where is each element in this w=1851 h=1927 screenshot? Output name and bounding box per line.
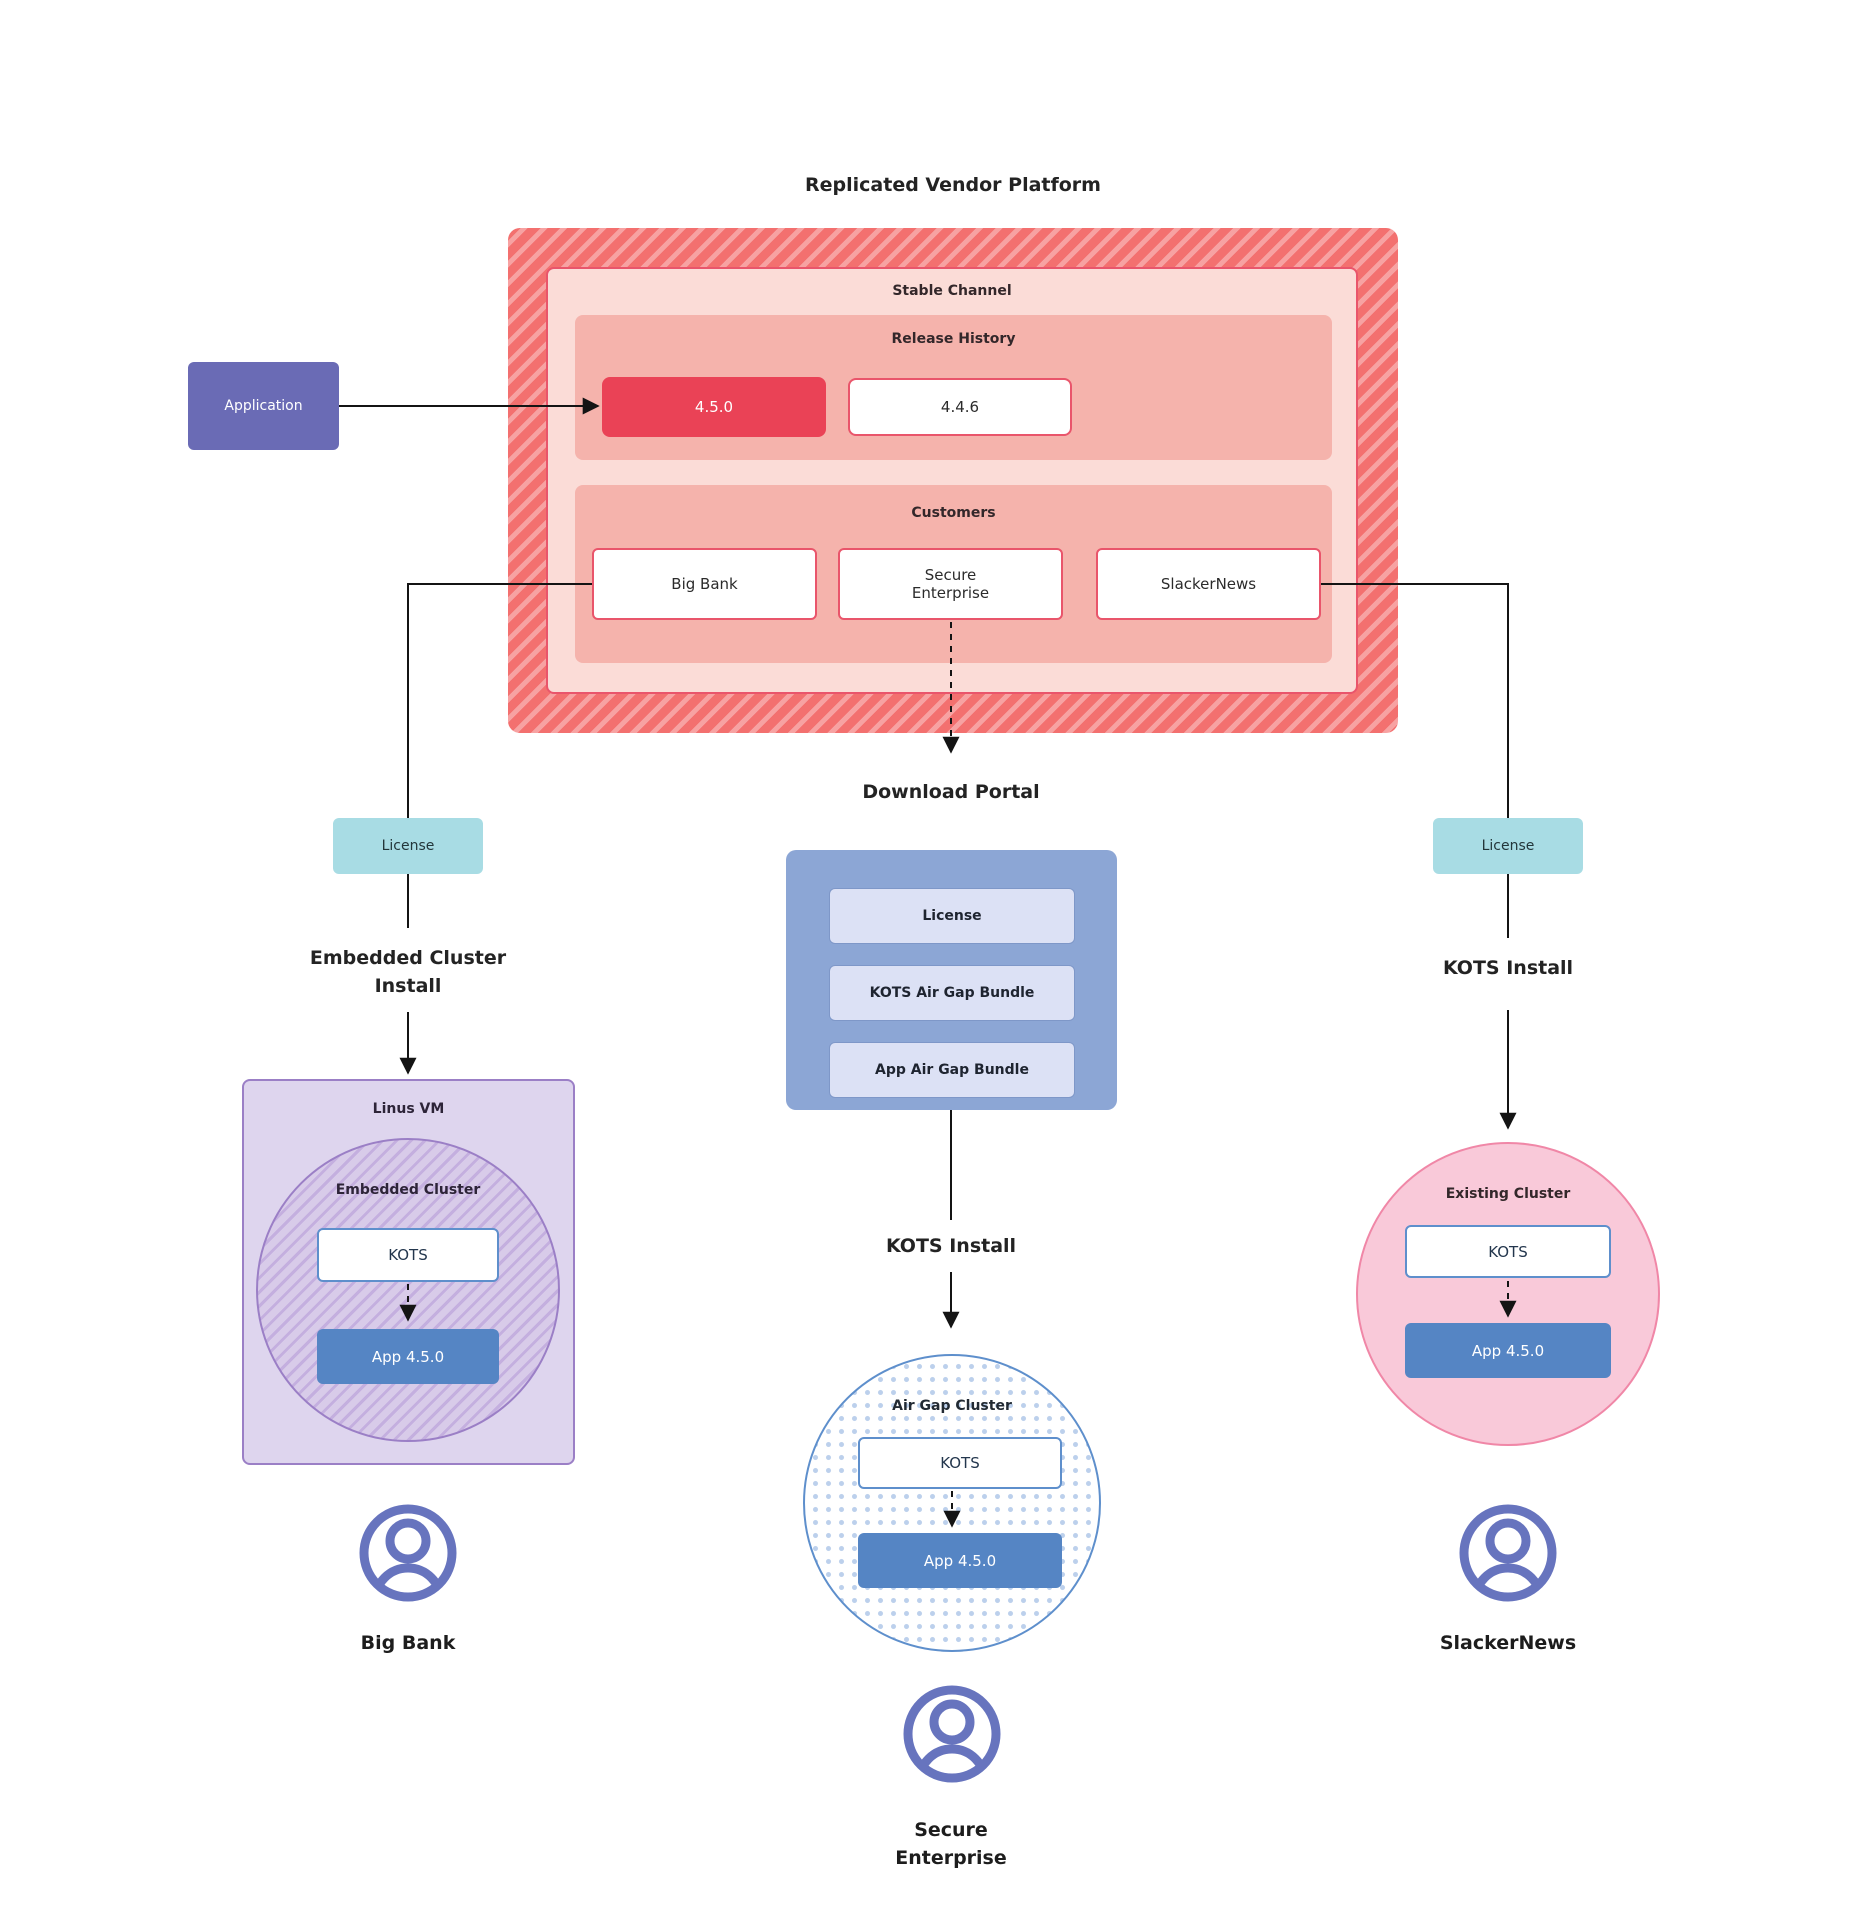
stable-channel-label: Stable Channel — [892, 283, 1012, 299]
existing-cluster-label: Existing Cluster — [1445, 1186, 1571, 1202]
embedded-cluster-circle: Embedded Cluster KOTS App 4.5.0 — [256, 1138, 560, 1442]
app-box-embedded: App 4.5.0 — [317, 1329, 499, 1384]
app-box-airgap: App 4.5.0 — [858, 1533, 1062, 1588]
app-box-existing: App 4.5.0 — [1405, 1323, 1611, 1378]
portal-item-app-air-gap-bundle: App Air Gap Bundle — [829, 1042, 1075, 1098]
customer-secure-enterprise-box: Secure Enterprise — [838, 548, 1063, 620]
license-badge-slackernews: License — [1433, 818, 1583, 874]
kots-install-label-middle: KOTS Install — [885, 1235, 1017, 1257]
diagram-title: Replicated Vendor Platform — [805, 174, 1101, 196]
release-history-label: Release History — [891, 331, 1016, 347]
air-gap-cluster-label: Air Gap Cluster — [892, 1398, 1012, 1414]
user-label-secure-enterprise: Secure Enterprise — [895, 1819, 1007, 1869]
release-version-previous: 4.4.6 — [848, 378, 1072, 436]
application-box: Application — [188, 362, 339, 450]
person-icon-secure-enterprise — [903, 1685, 1001, 1783]
customers-label: Customers — [911, 505, 996, 521]
portal-item-kots-air-gap-bundle: KOTS Air Gap Bundle — [829, 965, 1075, 1021]
linus-vm-box: Linus VM Embedded Cluster KOTS App 4.5.0 — [242, 1079, 575, 1465]
embedded-cluster-label: Embedded Cluster — [335, 1182, 481, 1198]
user-label-slackernews: SlackerNews — [1439, 1632, 1577, 1654]
kots-install-label-right: KOTS Install — [1442, 957, 1574, 979]
portal-item-license: License — [829, 888, 1075, 944]
linus-vm-label: Linus VM — [372, 1101, 445, 1117]
customers-box: Customers Big Bank Secure Enterprise Sla… — [575, 485, 1332, 663]
kots-box-existing: KOTS — [1405, 1225, 1611, 1278]
kots-box-airgap: KOTS — [858, 1437, 1062, 1489]
user-label-big-bank: Big Bank — [360, 1632, 456, 1654]
existing-cluster-circle: Existing Cluster KOTS App 4.5.0 — [1356, 1142, 1660, 1446]
person-icon-big-bank — [359, 1504, 457, 1602]
customer-slackernews-box: SlackerNews — [1096, 548, 1321, 620]
air-gap-cluster-circle: Air Gap Cluster KOTS App 4.5.0 — [803, 1354, 1101, 1652]
download-portal-box: License KOTS Air Gap Bundle App Air Gap … — [786, 850, 1117, 1110]
release-version-current: 4.5.0 — [602, 377, 826, 437]
kots-box-embedded: KOTS — [317, 1228, 499, 1282]
person-icon-slackernews — [1459, 1504, 1557, 1602]
customer-big-bank-box: Big Bank — [592, 548, 817, 620]
release-history-box: Release History 4.5.0 4.4.6 — [575, 315, 1332, 460]
license-badge-big-bank: License — [333, 818, 483, 874]
embedded-cluster-install-label: Embedded Cluster Install — [309, 947, 507, 997]
stable-channel-box: Stable Channel Release History 4.5.0 4.4… — [546, 267, 1358, 694]
download-portal-label: Download Portal — [862, 781, 1040, 803]
